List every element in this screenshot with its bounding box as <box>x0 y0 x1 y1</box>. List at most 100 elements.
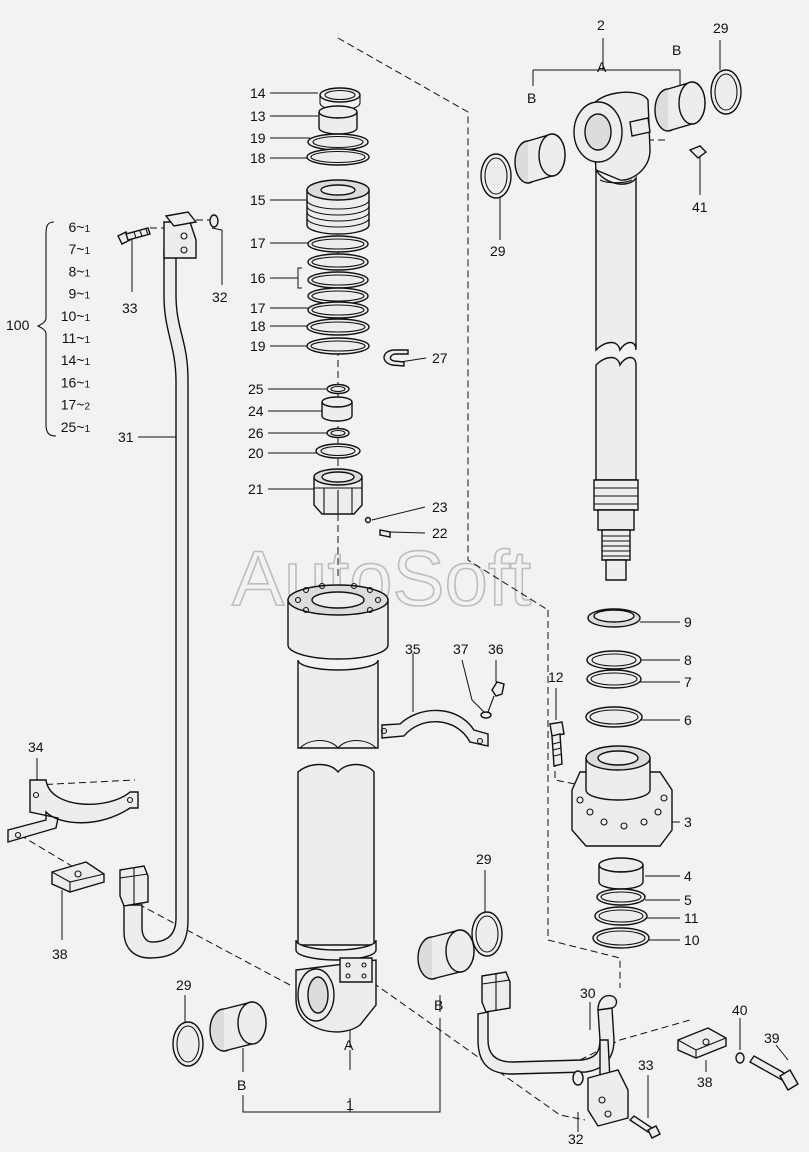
label-17-bottom: 17 <box>250 300 266 316</box>
label-38-left: 38 <box>52 946 68 962</box>
ring-29-top-right <box>710 69 742 115</box>
kit-item-part: 8~ <box>68 263 84 279</box>
bolt-12 <box>549 721 565 767</box>
piston-rings-16-17 <box>306 235 370 355</box>
cylinder-head-flange <box>287 582 389 749</box>
clamp-35 <box>380 709 489 747</box>
label-b-bottom-left: B <box>237 1077 246 1093</box>
oring-32-top <box>209 214 219 228</box>
screw-22-ball-23 <box>364 516 391 538</box>
label-8: 8 <box>684 652 692 668</box>
label-29-top-right: 29 <box>713 20 729 36</box>
kit-item-qty: 1 <box>84 291 90 302</box>
kit-item-row: 16~1 <box>61 374 91 390</box>
kit-item-row: 8~1 <box>68 263 90 279</box>
kit-item-qty: 1 <box>84 246 90 257</box>
label-16: 16 <box>250 270 266 286</box>
label-5: 5 <box>684 892 692 908</box>
label-9: 9 <box>684 614 692 630</box>
ring-6 <box>585 706 643 728</box>
label-39: 39 <box>764 1030 780 1046</box>
kit-item-row: 6~1 <box>68 219 90 235</box>
label-15: 15 <box>250 192 266 208</box>
label-b-bottom-right: B <box>434 997 443 1013</box>
label-41: 41 <box>692 199 708 215</box>
kit-item-part: 17~ <box>61 397 85 413</box>
cylinder-tube <box>295 763 377 1033</box>
bushing-b-left <box>209 1001 267 1052</box>
clamp-block-38-right <box>677 1027 727 1059</box>
kit-item-row: 14~1 <box>61 352 91 368</box>
kit-item-part: 9~ <box>68 286 84 302</box>
ring-9 <box>587 608 641 628</box>
label-23: 23 <box>432 499 448 515</box>
snap-ring-27 <box>383 349 409 367</box>
label-25: 25 <box>248 381 264 397</box>
ring-29-top-left <box>480 153 512 199</box>
kit-item-qty: 1 <box>84 224 90 235</box>
kit-item-row: 17~2 <box>61 397 91 413</box>
label-a-bottom: A <box>344 1037 354 1053</box>
label-33-bottom: 33 <box>638 1057 654 1073</box>
ring-29-bottom-right <box>471 911 503 957</box>
kit-item-part: 14~ <box>61 352 85 368</box>
kit-item-qty: 1 <box>84 268 90 279</box>
label-4: 4 <box>684 868 692 884</box>
label-34: 34 <box>28 739 44 755</box>
label-29-bottom-right: 29 <box>476 851 492 867</box>
kit-item-qty: 1 <box>84 335 90 346</box>
kit-item-row: 25~1 <box>61 419 91 435</box>
grease-fitting-41 <box>688 145 708 159</box>
label-32-top: 32 <box>212 289 228 305</box>
label-19-bottom: 19 <box>250 338 266 354</box>
collar-24 <box>321 396 353 422</box>
ring-11 <box>594 906 648 926</box>
label-10: 10 <box>684 932 700 948</box>
ring-10 <box>592 927 650 949</box>
label-13: 13 <box>250 108 266 124</box>
seal-kit-list: 100 6~17~18~19~110~111~114~116~117~225~1 <box>6 219 91 437</box>
label-3: 3 <box>684 814 692 830</box>
rod-upper <box>595 167 637 352</box>
label-6: 6 <box>684 712 692 728</box>
kit-item-part: 16~ <box>61 374 85 390</box>
rod-lower <box>593 356 639 581</box>
kit-item-row: 9~1 <box>68 286 90 302</box>
ring-8 <box>586 650 642 670</box>
label-29-top-left: 29 <box>490 243 506 259</box>
label-40: 40 <box>732 1002 748 1018</box>
ring-29-bottom-left <box>172 1021 204 1067</box>
label-7: 7 <box>684 674 692 690</box>
rod-eye-2 <box>573 91 651 181</box>
washer-40 <box>735 1052 745 1064</box>
label-b-top-left: B <box>527 90 536 106</box>
kit-item-part: 10~ <box>61 308 85 324</box>
pipe-31 <box>119 211 198 959</box>
label-27: 27 <box>432 350 448 366</box>
label-1: 1 <box>346 1097 354 1113</box>
label-21: 21 <box>248 481 264 497</box>
label-26: 26 <box>248 425 264 441</box>
ring-26 <box>326 427 350 439</box>
bolt-36-washer-37 <box>480 681 505 719</box>
kit-item-part: 11~ <box>62 330 85 346</box>
ring-7 <box>586 669 642 689</box>
label-33-top: 33 <box>122 300 138 316</box>
label-24: 24 <box>248 403 264 419</box>
kit-item-qty: 1 <box>84 424 90 435</box>
bolt-33-top <box>117 227 151 245</box>
kit-item-qty: 1 <box>84 357 90 368</box>
label-18-top: 18 <box>250 150 266 166</box>
bushing-b-top-right <box>654 81 706 132</box>
label-18-bottom: 18 <box>250 318 266 334</box>
label-2: 2 <box>597 17 605 33</box>
kit-item-row: 11~1 <box>62 330 91 346</box>
label-31: 31 <box>118 429 134 445</box>
clamp-34 <box>7 779 139 843</box>
gland-3 <box>571 745 673 847</box>
piston-15 <box>306 179 370 235</box>
kit-label: 100 <box>6 317 30 333</box>
bolt-33-bottom <box>628 1115 661 1139</box>
label-17-top: 17 <box>250 235 266 251</box>
